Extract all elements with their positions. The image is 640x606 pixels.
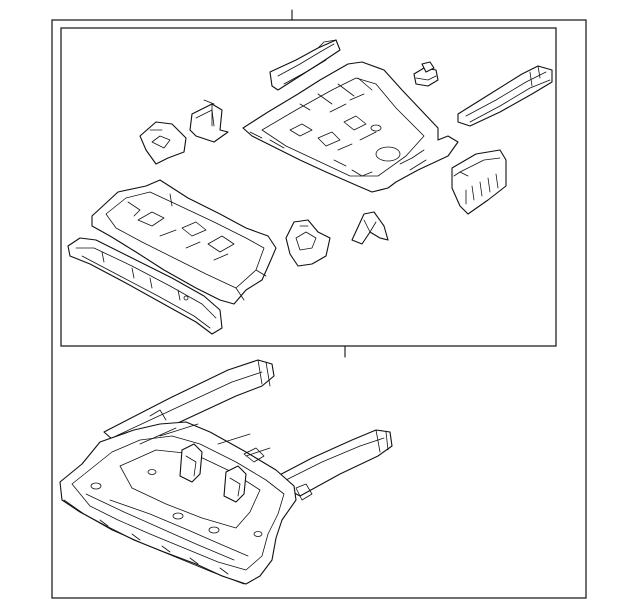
floor-assembly: [59, 359, 393, 585]
front-crossmember: [269, 39, 341, 91]
outer-frame: [51, 9, 587, 599]
left-small-bracket: [139, 121, 187, 165]
inner-frame: [60, 27, 557, 358]
center-floor-pan: [242, 61, 459, 193]
nut-plug: [413, 61, 439, 87]
right-rail-extension: [457, 65, 553, 127]
left-rail-extension: [67, 237, 223, 335]
lower-bracket: [285, 219, 331, 267]
small-mount-bracket: [351, 211, 389, 245]
right-side-bracket: [451, 149, 507, 215]
reinforcement-bracket: [189, 99, 229, 143]
rear-floor-pan: [91, 179, 277, 305]
